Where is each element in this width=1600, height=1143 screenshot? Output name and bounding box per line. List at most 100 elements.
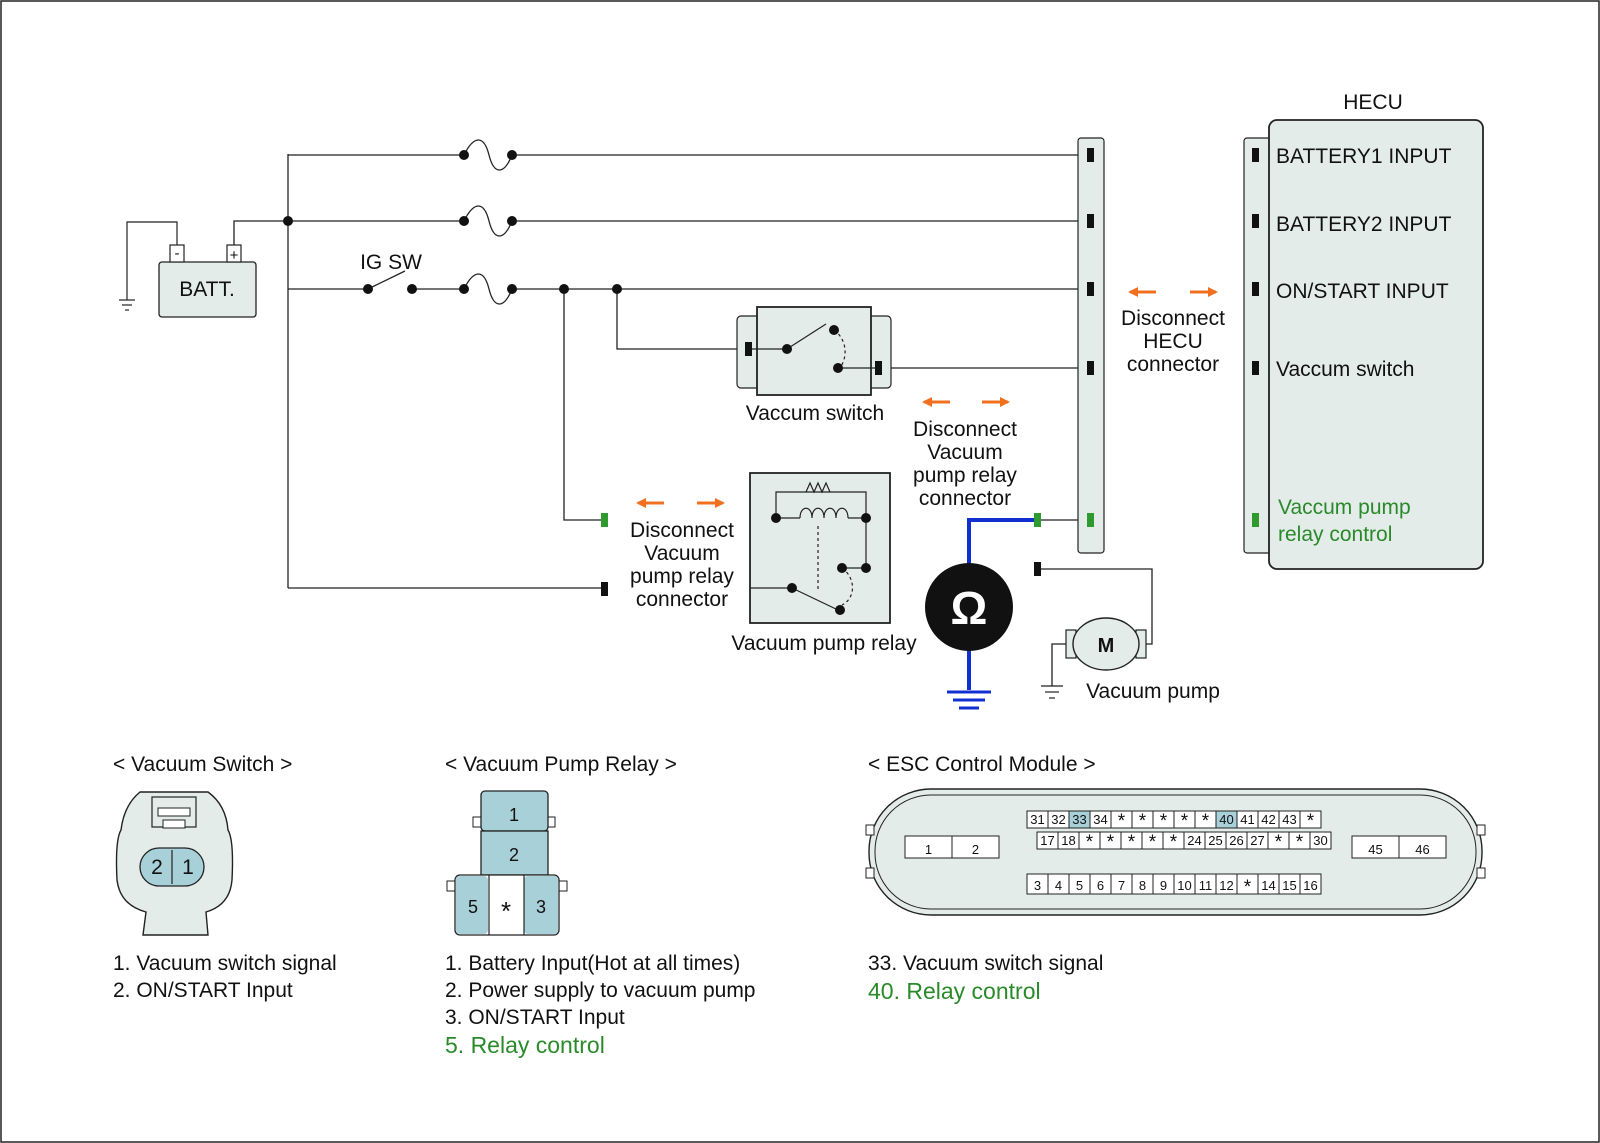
svg-text:42: 42 xyxy=(1261,812,1275,827)
esc-pin-mid-10: 27 xyxy=(1246,831,1269,850)
battery-minus-label: - xyxy=(175,245,180,262)
svg-text:33: 33 xyxy=(1072,812,1086,827)
svg-text:11: 11 xyxy=(1199,878,1213,893)
esc-pin-top-12: 43 xyxy=(1278,810,1301,829)
esc-pin-mid-13: 30 xyxy=(1309,831,1332,850)
relay-legend-highlight: 5. Relay control xyxy=(445,1032,605,1058)
svg-text:*: * xyxy=(1181,811,1189,832)
esc-pin-top-8: * xyxy=(1194,810,1217,832)
svg-text:*: * xyxy=(1107,832,1115,853)
hecu-pin-vacuum-switch: Vaccum switch xyxy=(1276,358,1414,381)
relay-pin-3: 3 xyxy=(536,897,546,917)
esc-pin-bottom-5: 8 xyxy=(1131,873,1154,895)
esc-pin-mid-9: 26 xyxy=(1225,831,1248,850)
esc-pin-bottom-9: 12 xyxy=(1215,873,1238,895)
esc-pin-bottom-4: 7 xyxy=(1110,873,1133,895)
esc-pin-mid-7: 24 xyxy=(1183,831,1206,850)
disconnect-relay-b-line4: connector xyxy=(919,487,1011,510)
relay-legend-1: 1. Battery Input(Hot at all times) xyxy=(445,952,740,975)
esc-pin-bottom-0: 3 xyxy=(1026,873,1049,895)
svg-text:*: * xyxy=(1275,832,1283,853)
junction-dots xyxy=(283,150,622,294)
battery: BATT. - + xyxy=(158,244,257,318)
svg-text:34: 34 xyxy=(1093,812,1107,827)
vacuum-switch-pin-2: 2 xyxy=(151,856,163,879)
vacuum-pump-relay-component: Vacuum pump relay xyxy=(601,472,917,655)
svg-text:12: 12 xyxy=(1219,878,1233,893)
esc-pin-left-1: 2 xyxy=(951,835,1000,859)
svg-text:*: * xyxy=(1086,832,1094,853)
svg-text:32: 32 xyxy=(1051,812,1065,827)
svg-text:*: * xyxy=(1128,832,1136,853)
esc-pin-top-4: * xyxy=(1110,810,1133,832)
esc-pin-top-1: 32 xyxy=(1047,810,1070,829)
vacuum-switch-title: < Vacuum Switch > xyxy=(113,753,292,776)
esc-pin-bottom-12: 15 xyxy=(1278,873,1301,895)
esc-legend-1: 33. Vacuum switch signal xyxy=(868,952,1103,975)
relay-pin-2: 2 xyxy=(509,845,519,865)
esc-pin-bottom-13: 16 xyxy=(1299,873,1322,895)
esc-pin-top-3: 34 xyxy=(1089,810,1112,829)
relay-legend-2: 2. Power supply to vacuum pump xyxy=(445,979,756,1002)
disconnect-relay-a-line4: connector xyxy=(636,588,728,611)
disconnect-relay-b-line3: pump relay xyxy=(913,464,1017,487)
vacuum-switch-legend-2: 2. ON/START Input xyxy=(113,979,293,1002)
esc-pin-top-0: 31 xyxy=(1026,810,1049,829)
hecu-pin-battery2: BATTERY2 INPUT xyxy=(1276,213,1452,236)
disconnect-hecu-line1: Disconnect xyxy=(1121,307,1225,330)
esc-pin-bottom-6: 9 xyxy=(1152,873,1175,895)
vacuum-switch-label: Vaccum switch xyxy=(746,402,884,425)
svg-text:18: 18 xyxy=(1061,833,1075,848)
svg-text:15: 15 xyxy=(1282,878,1296,893)
wires xyxy=(233,139,1153,686)
vacuum-pump-relay-connector-view: < Vacuum Pump Relay > 1 2 5 * 3 1. Batte… xyxy=(445,753,756,1058)
svg-text:24: 24 xyxy=(1187,833,1201,848)
esc-pin-left-0: 1 xyxy=(904,835,953,859)
esc-pin-mid-0: 17 xyxy=(1036,831,1059,850)
svg-text:31: 31 xyxy=(1030,812,1044,827)
svg-text:40: 40 xyxy=(1219,812,1233,827)
pump-ground-icon xyxy=(1041,685,1063,699)
esc-pin-top-11: 42 xyxy=(1257,810,1280,829)
svg-text:46: 46 xyxy=(1415,842,1429,857)
hecu-pin-relay-control-line1: Vaccum pump xyxy=(1278,496,1411,519)
battery-label: BATT. xyxy=(179,278,235,301)
svg-text:*: * xyxy=(1170,832,1178,853)
disconnect-relay-b-line2: Vacuum xyxy=(927,441,1002,464)
svg-text:*: * xyxy=(1118,811,1126,832)
svg-text:17: 17 xyxy=(1040,833,1054,848)
vacuum-switch-legend-1: 1. Vacuum switch signal xyxy=(113,952,337,975)
svg-text:10: 10 xyxy=(1177,878,1191,893)
ig-sw-label: IG SW xyxy=(360,251,422,274)
esc-legend-highlight: 40. Relay control xyxy=(868,978,1041,1004)
relay-pin-empty: * xyxy=(501,896,511,926)
svg-text:*: * xyxy=(1139,811,1147,832)
svg-text:5: 5 xyxy=(1076,878,1083,893)
ohmmeter-symbol: Ω xyxy=(951,582,988,634)
relay-legend-3: 3. ON/START Input xyxy=(445,1006,625,1029)
esc-pin-top-13: * xyxy=(1299,810,1322,832)
esc-pin-bottom-3: 6 xyxy=(1089,873,1112,895)
hecu-connector-strip xyxy=(1077,137,1105,554)
relay-connector-title: < Vacuum Pump Relay > xyxy=(445,753,677,776)
svg-text:7: 7 xyxy=(1118,878,1125,893)
disconnect-relay-annotation-b: Disconnect Vacuum pump relay connector xyxy=(913,397,1017,510)
svg-text:43: 43 xyxy=(1282,812,1296,827)
svg-text:*: * xyxy=(1149,832,1157,853)
disconnect-relay-b-line1: Disconnect xyxy=(913,418,1017,441)
esc-pin-bottom-8: 11 xyxy=(1194,873,1217,895)
hecu-module: HECU BATTERY1 INPUT BATTERY2 INPUT ON/ST… xyxy=(1243,91,1484,570)
esc-title: < ESC Control Module > xyxy=(868,753,1096,776)
svg-text:*: * xyxy=(1244,877,1252,898)
battery-plus-label: + xyxy=(230,247,239,264)
disconnect-hecu-annotation: Disconnect HECU connector xyxy=(1121,287,1225,376)
svg-text:25: 25 xyxy=(1208,833,1222,848)
vacuum-switch-connector-view: < Vacuum Switch > 2 1 1. Vacuum switch s… xyxy=(113,753,337,1002)
svg-text:41: 41 xyxy=(1240,812,1254,827)
esc-pin-mid-8: 25 xyxy=(1204,831,1227,850)
vacuum-pump-motor: M Vacuum pump xyxy=(1065,617,1220,703)
relay-label: Vacuum pump relay xyxy=(731,632,917,655)
svg-text:4: 4 xyxy=(1055,878,1062,893)
